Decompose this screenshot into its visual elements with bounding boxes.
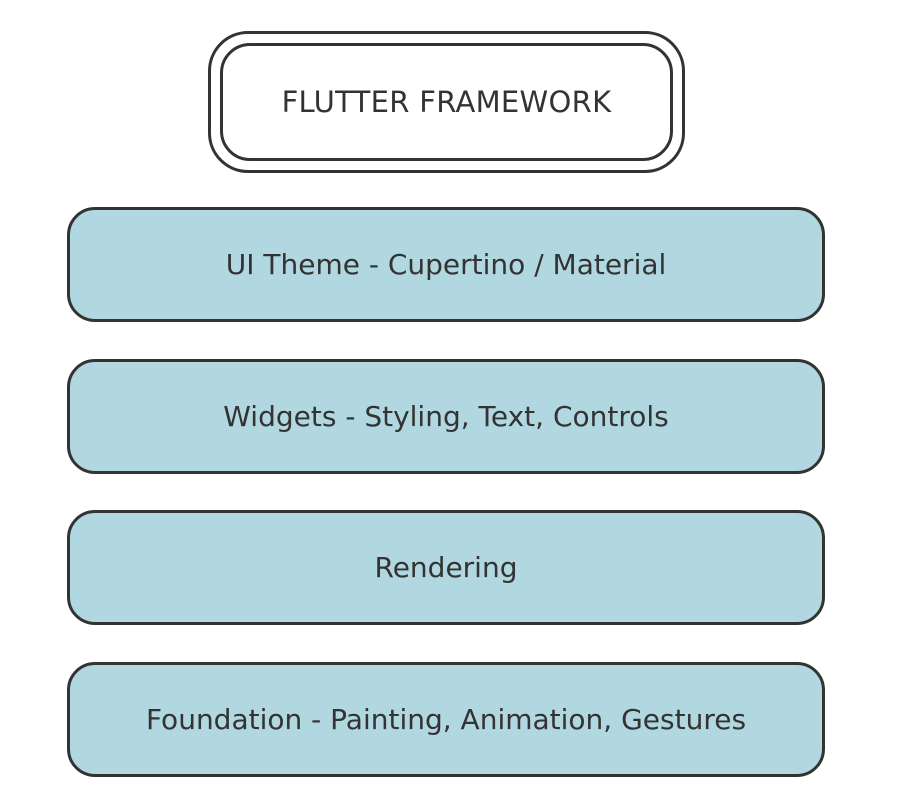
layer-rendering: Rendering	[67, 510, 825, 625]
layer-widgets-label: Widgets - Styling, Text, Controls	[223, 400, 669, 433]
layer-widgets: Widgets - Styling, Text, Controls	[67, 359, 825, 474]
layer-ui-theme-label: UI Theme - Cupertino / Material	[225, 248, 667, 281]
framework-title: FLUTTER FRAMEWORK	[281, 85, 612, 119]
layer-foundation-label: Foundation - Painting, Animation, Gestur…	[145, 703, 747, 736]
layer-rendering-label: Rendering	[374, 551, 518, 584]
layer-ui-theme: UI Theme - Cupertino / Material	[67, 207, 825, 322]
layer-foundation: Foundation - Painting, Animation, Gestur…	[67, 662, 825, 777]
framework-title-box: FLUTTER FRAMEWORK	[220, 43, 673, 161]
